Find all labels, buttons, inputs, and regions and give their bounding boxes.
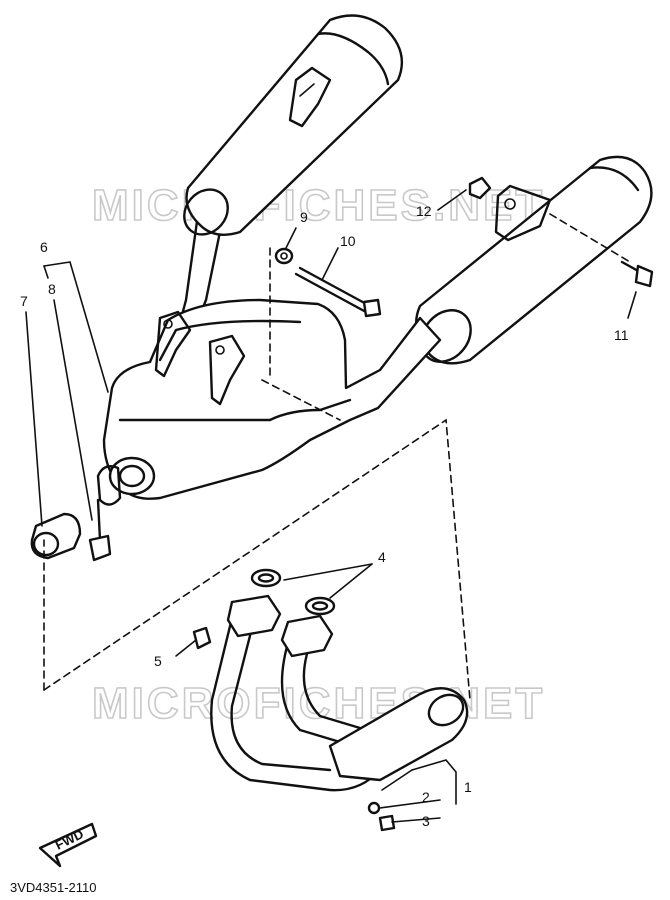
callout-1: 1 [464,779,472,795]
end-cap [30,512,82,560]
upper-muffler [168,14,403,362]
leader-lines [25,189,637,823]
callout-7: 7 [20,293,28,309]
callout-6: 6 [40,239,48,255]
watermark-top: MICROFICHES.NET [92,181,545,230]
exhaust-header-pipe [192,568,469,832]
forward-direction-arrow: FWD [38,822,98,868]
callout-9: 9 [300,209,308,225]
callout-11: 11 [614,327,629,343]
callout-8: 8 [48,281,56,297]
diagram-code: 3VD4351-2110 [10,880,97,895]
callout-labels: 1 2 3 4 5 6 7 8 9 10 11 12 [20,203,629,829]
callout-4: 4 [378,549,386,565]
callout-12: 12 [416,203,432,219]
washer-and-long-bolt [274,247,382,318]
callout-10: 10 [340,233,356,249]
hanger-bolt-and-nut [468,176,654,288]
exhaust-chamber [96,298,442,506]
callout-3: 3 [422,813,430,829]
watermark-bottom: MICROFICHES.NET [92,679,545,728]
clamp-bolt [88,498,112,562]
callout-2: 2 [422,789,430,805]
callout-5: 5 [154,653,162,669]
